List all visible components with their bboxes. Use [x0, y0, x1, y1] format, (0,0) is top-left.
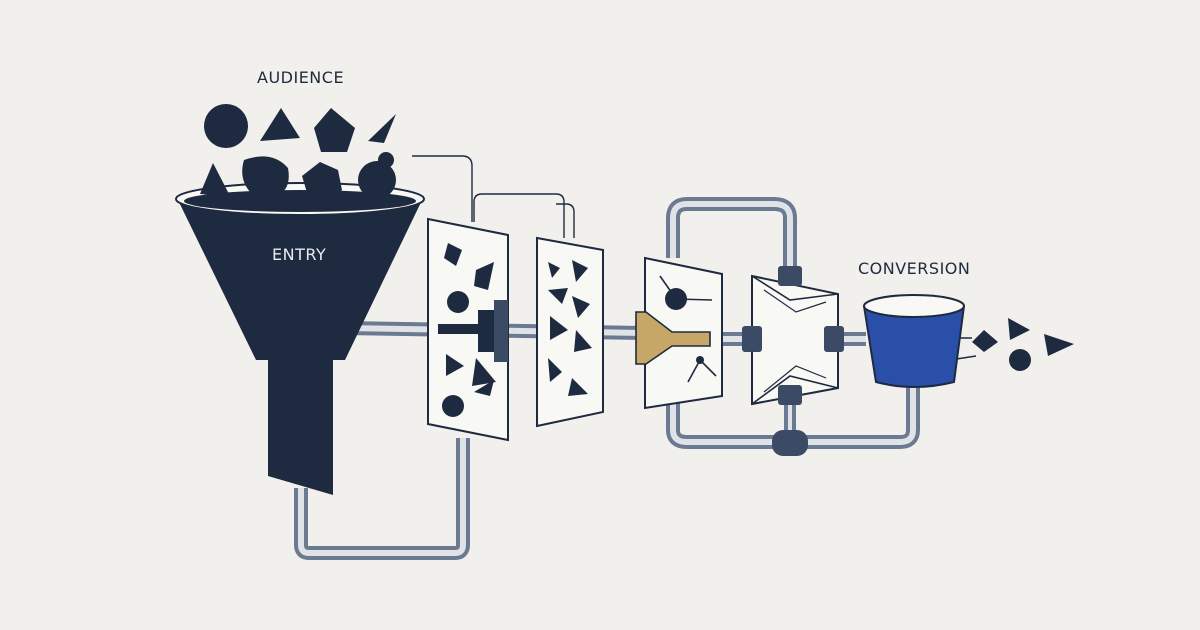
conversion-bucket [862, 305, 966, 388]
funnel-icon [175, 182, 425, 495]
audience-hexagon-shape [302, 162, 342, 202]
audience-pentagon-shape [314, 108, 355, 152]
audience-label: AUDIENCE [257, 68, 345, 87]
audience-shapes [200, 104, 396, 202]
audience-triangle-shape [200, 163, 230, 196]
output-circle-shape [1009, 349, 1031, 371]
splitter-connector-bottom [778, 385, 802, 405]
output-triangle-shape [1008, 318, 1030, 340]
conversion-label: CONVERSION [858, 259, 971, 278]
output-triangle-shape [1044, 334, 1074, 356]
audience-circle-shape [358, 161, 396, 199]
filter-plunger [438, 324, 486, 334]
top-loop-pipe [666, 197, 797, 270]
output-shapes [972, 318, 1074, 371]
audience-triangle-shape [368, 114, 396, 143]
bucket-icon [862, 294, 966, 388]
splitter-connector-top [778, 266, 802, 286]
bottom-pipe-coupler [772, 430, 808, 456]
filter-panel-icon [536, 236, 604, 428]
audience-circle-shape [204, 104, 248, 148]
filter-panel-2 [536, 236, 604, 428]
gold-valve [635, 311, 711, 365]
valve-icon [635, 256, 723, 410]
splitter-box [742, 266, 844, 456]
entry-label: ENTRY [272, 245, 327, 264]
audience-blob-shape [242, 156, 289, 196]
output-diamond-shape [972, 330, 998, 352]
funnel-body [176, 187, 424, 495]
audience-triangle-shape [260, 108, 300, 141]
filter-panel-icon [427, 217, 509, 442]
splitter-connector-right [824, 326, 844, 352]
splitter-connector-left [742, 326, 762, 352]
bucket-rim [863, 294, 965, 318]
